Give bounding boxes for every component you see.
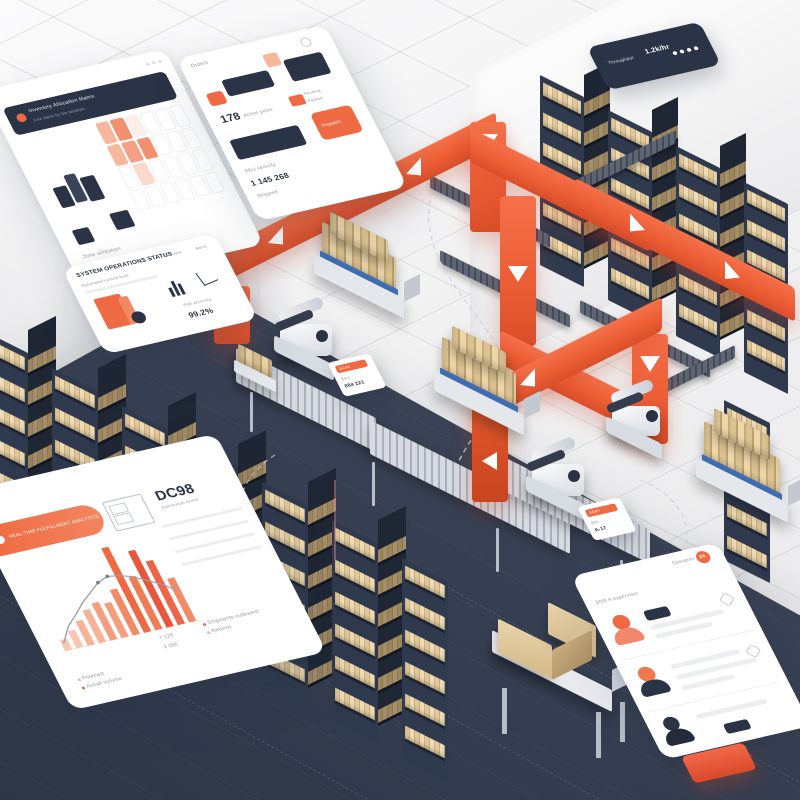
search-icon[interactable]: [298, 36, 314, 48]
chart-forecast-line: [62, 574, 178, 644]
flow-arrow-sort-right: [630, 213, 645, 240]
flow-arrow-pack-down: [508, 266, 528, 282]
archive-outline-icon: [101, 493, 156, 532]
badge-dot: [686, 47, 692, 53]
tag-line1: BIN: [590, 519, 600, 526]
flow-arrow-pick-left: [520, 368, 535, 394]
window-dot: [145, 62, 150, 66]
legend-label: Returns: [210, 624, 233, 635]
orders-metric-label: SKU velocity: [243, 161, 278, 175]
chart-mini-icon: [287, 93, 307, 107]
chart-legend: Shipments outbound Returns: [201, 609, 264, 636]
orders-filter-chip[interactable]: [221, 69, 276, 97]
row-placeholder-line: [695, 698, 768, 720]
link-icon[interactable]: [718, 592, 736, 607]
legend-swatch-dark: [108, 209, 136, 231]
badge-dot: [679, 49, 685, 54]
analytics-dashboard-panel[interactable]: REAL-TIME FULFILLMENT ANALYTICS DC98 Dis…: [0, 433, 327, 711]
orders-metric-value: 1 145 268: [249, 171, 291, 188]
roster-section-title: Shift A supervisor: [594, 590, 640, 606]
flow-arrow-inbound-left: [406, 157, 421, 183]
tag-bar-label: SORT: [588, 508, 601, 515]
badge-label: Throughput: [607, 55, 635, 66]
orders-chip-label: Packed: [306, 95, 324, 104]
flow-arrow-pack-down: [640, 356, 660, 372]
orders-kpi-value: 178: [218, 110, 243, 126]
window-dot: [157, 59, 162, 63]
chart-footer-legend: Forecast Actual volume: [76, 668, 123, 691]
tag-bar-label: SCAN: [338, 364, 351, 371]
orders-primary-label: Dispatch: [320, 119, 342, 128]
orders-secondary-button[interactable]: [229, 124, 308, 161]
efficiency-value: 99.2%: [186, 306, 215, 320]
orders-status-chip[interactable]: [205, 90, 228, 107]
orders-badge-chip: [261, 52, 283, 68]
status-badge: [642, 605, 672, 622]
tag-line1: SKU: [340, 374, 352, 382]
axis-label-top: 7 128: [158, 632, 175, 642]
link-icon[interactable]: [745, 643, 762, 659]
legend-swatch-dark: [71, 226, 96, 246]
status-dot-icon: [14, 112, 29, 123]
tag-line2: A-17: [593, 525, 609, 534]
orders-chip-label: Shipped: [256, 189, 279, 200]
flow-arrow-outbound-left: [482, 452, 497, 470]
badge-dot: [672, 50, 678, 56]
banner-dot-icon: [0, 534, 7, 545]
axis-label-bottom: 3 096: [162, 641, 180, 651]
tag-scan-bar: SCAN: [334, 359, 369, 374]
orders-kpi-label: Active picks: [242, 106, 274, 119]
orders-action-chip[interactable]: [282, 51, 332, 82]
badge-value: 1.2k/hr: [643, 43, 672, 56]
orders-primary-button[interactable]: Dispatch: [309, 104, 364, 141]
tag-line2: 884 221: [343, 379, 366, 390]
badge-dot: [693, 46, 699, 51]
flow-arrow-sort-right: [725, 261, 740, 287]
analytics-banner-text: REAL-TIME FULFILLMENT ANALYTICS: [8, 513, 100, 539]
analytics-chart-plot: [19, 533, 199, 652]
status-badge: [722, 718, 752, 735]
window-dot: [151, 60, 156, 65]
trend-arrow-icon: [195, 267, 219, 286]
roster-header-label: Operators: [670, 555, 696, 566]
panel-header-label: Orders: [190, 60, 210, 70]
efficiency-label: Pick accuracy: [182, 296, 213, 308]
tag-scan-bar: SORT: [584, 503, 619, 518]
flow-ribbon-center-vertical: [500, 196, 536, 346]
flow-arrow-inbound-left: [268, 226, 283, 252]
status-tab-right[interactable]: Alerts: [194, 243, 208, 251]
